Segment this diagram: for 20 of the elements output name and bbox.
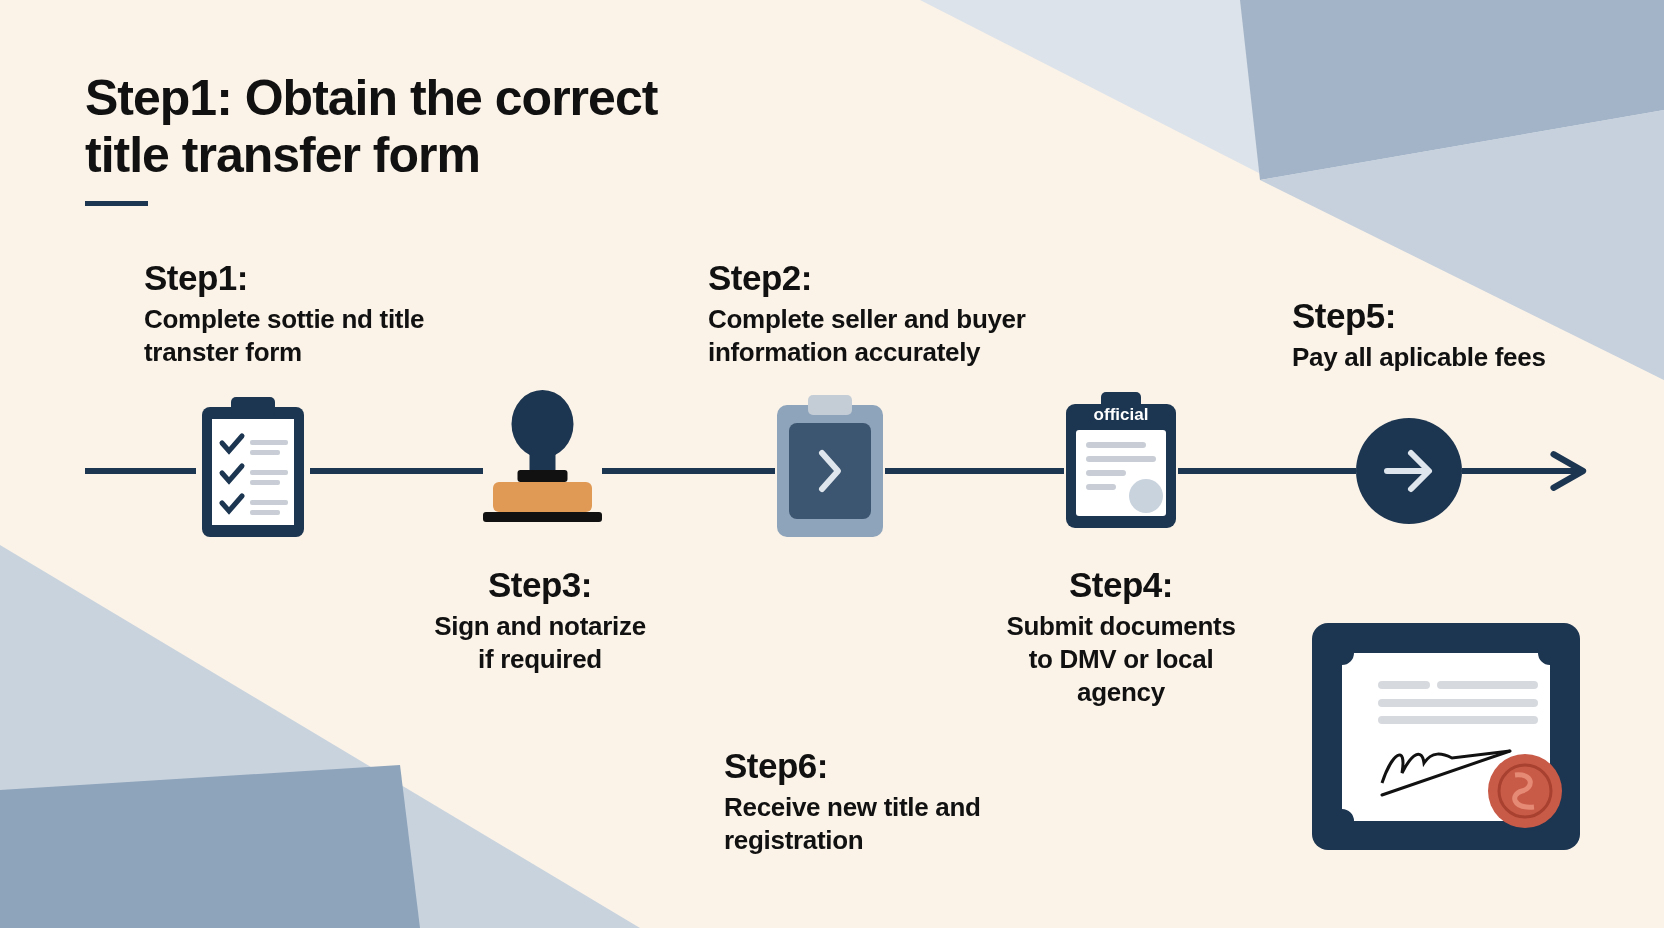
step-heading: Step5: — [1292, 296, 1397, 336]
connector-line — [1178, 468, 1356, 474]
step-heading: Step4: — [1068, 565, 1174, 605]
step-heading: Step2: — [708, 258, 813, 298]
clipboard-caption: official — [1092, 405, 1150, 425]
step-description: Sign and notarize if required — [433, 610, 647, 676]
connector-line — [602, 468, 775, 474]
connector-line — [885, 468, 1064, 474]
connector-line — [1462, 451, 1587, 491]
step-description: Complete seller and buyer information accurately — [708, 303, 1027, 369]
step-heading: Step3: — [487, 565, 593, 605]
connector-line — [310, 468, 483, 474]
connector-line — [85, 468, 196, 474]
step-description: Submit documents to DMV or local agency — [1005, 610, 1237, 709]
step-description: Pay all aplicable fees — [1292, 341, 1547, 374]
step-heading: Step1: — [144, 258, 249, 298]
step-description: Complete sottie nd title transter form — [144, 303, 426, 369]
step-heading: Step6: — [724, 746, 828, 786]
title: Step1: Obtain the correct title transfer form — [85, 70, 659, 184]
step-description: Receive new title and registration — [724, 791, 982, 857]
